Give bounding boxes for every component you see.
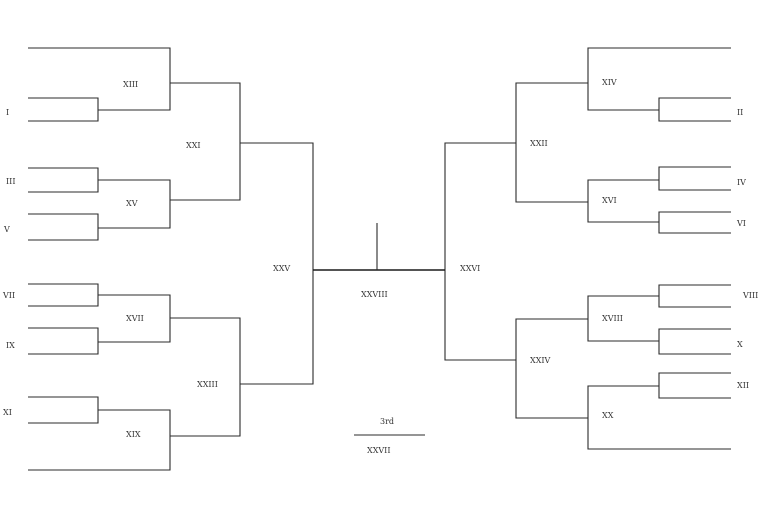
match-label-15: XV xyxy=(126,199,138,208)
left-r3-bracket-23 xyxy=(170,317,241,437)
match-label-20: XX xyxy=(602,411,614,420)
right-r2-bracket-18 xyxy=(587,295,659,342)
match-label-28: XXVIII xyxy=(361,290,388,299)
seed-label-3: III xyxy=(6,177,15,186)
seed-label-4: IV xyxy=(737,178,746,187)
right-r1-bracket-5 xyxy=(658,328,731,355)
match-label-17: XVII xyxy=(126,314,144,323)
seed-label-2: II xyxy=(737,108,743,117)
match-label-16: XVI xyxy=(602,196,617,205)
right-r2-bracket-14 xyxy=(587,47,731,111)
left-r2-bracket-13 xyxy=(28,47,171,111)
seed-label-6: VI xyxy=(736,219,746,228)
right-r3-bracket-22 xyxy=(515,82,588,203)
seed-label-7: VII xyxy=(2,291,15,300)
left-r1-bracket-5 xyxy=(28,327,99,355)
seed-label-10: X xyxy=(737,340,743,349)
seed-label-12: XII xyxy=(737,381,749,390)
right-r1-bracket-3 xyxy=(658,211,731,234)
match-label-27: XXVII xyxy=(367,446,391,455)
match-label-14: XIV xyxy=(602,78,617,87)
right-r1-bracket-4 xyxy=(658,284,731,308)
left-r3-bracket-21 xyxy=(170,82,241,201)
left-r1-bracket-6 xyxy=(28,396,99,424)
third-place-label: 3rd xyxy=(380,417,394,426)
left-r1-bracket-4 xyxy=(28,283,99,307)
match-label-19: XIX xyxy=(126,430,141,439)
seed-label-1: I xyxy=(6,108,9,117)
right-r1-bracket-6 xyxy=(658,372,731,399)
seed-label-8: VIII xyxy=(742,291,758,300)
seed-label-5: V xyxy=(3,225,10,234)
match-label-26: XXVI xyxy=(460,264,480,273)
match-label-24: XXIV xyxy=(530,356,551,365)
right-r1-bracket-2 xyxy=(658,166,731,191)
left-r1-bracket-1 xyxy=(28,97,99,122)
match-label-18: XVIII xyxy=(602,314,623,323)
left-r2-bracket-19 xyxy=(28,409,171,471)
left-r1-bracket-3 xyxy=(28,213,99,241)
right-r3-bracket-24 xyxy=(515,318,588,419)
match-label-13: XIII xyxy=(123,80,138,89)
match-label-23: XXIII xyxy=(197,380,218,389)
left-r2-bracket-15 xyxy=(98,179,171,229)
match-label-21: XXI xyxy=(186,141,201,150)
match-label-22: XXII xyxy=(530,139,548,148)
right-r4-bracket-26 xyxy=(444,142,516,361)
left-r4-bracket-25 xyxy=(240,142,314,385)
right-r2-bracket-16 xyxy=(587,179,659,223)
right-r1-bracket-1 xyxy=(658,97,731,122)
seed-label-11: XI xyxy=(3,408,12,417)
left-r1-bracket-2 xyxy=(28,167,99,193)
match-label-25: XXV xyxy=(273,264,290,273)
seed-label-9: IX xyxy=(6,341,15,350)
